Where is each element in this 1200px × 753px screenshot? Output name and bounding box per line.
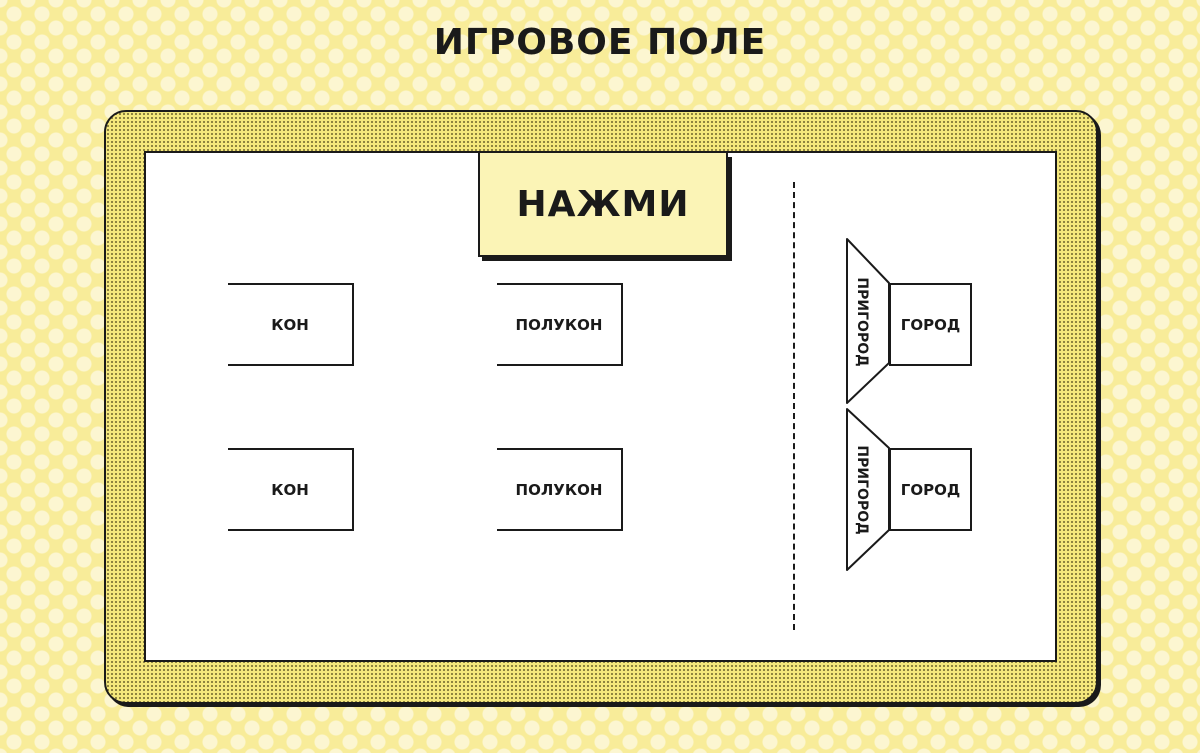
page-title: ИГРОВОЕ ПОЛЕ xyxy=(433,22,767,63)
zone-polukon-top: ПОЛУКОН xyxy=(497,283,623,366)
zone-kon-bottom: КОН xyxy=(228,448,354,531)
zone-prigorod-bottom: ПРИГОРОД xyxy=(854,445,870,534)
zone-gorod-top: ГОРОД xyxy=(889,283,972,366)
zone-kon-top: КОН xyxy=(228,283,354,366)
zone-prigorod-top: ПРИГОРОД xyxy=(854,277,870,366)
zone-polukon-bottom: ПОЛУКОН xyxy=(497,448,623,531)
zone-gorod-bottom: ГОРОД xyxy=(889,448,972,531)
press-button[interactable]: НАЖМИ xyxy=(478,153,728,257)
field-divider xyxy=(793,182,795,630)
